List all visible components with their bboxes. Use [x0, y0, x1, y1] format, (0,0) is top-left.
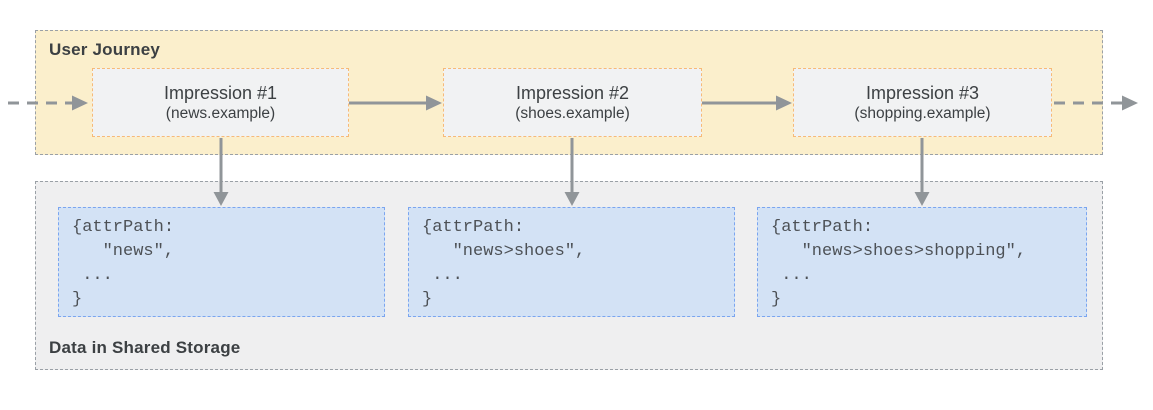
- impression-3-node: Impression #3 (shopping.example): [793, 68, 1052, 137]
- impression-1-title: Impression #1: [163, 83, 278, 103]
- impression-3-site: (shopping.example): [854, 105, 991, 122]
- impression-2-title: Impression #2: [515, 83, 630, 103]
- impression-1-node: Impression #1 (news.example): [92, 68, 349, 137]
- storage-entry-2: {attrPath: "news>shoes", ... }: [408, 207, 735, 317]
- storage-entry-1: {attrPath: "news", ... }: [58, 207, 385, 317]
- user-journey-label: User Journey: [49, 40, 161, 59]
- impression-3-title: Impression #3: [865, 83, 980, 103]
- shared-storage-label: Data in Shared Storage: [49, 338, 241, 357]
- storage-entry-3: {attrPath: "news>shoes>shopping", ... }: [757, 207, 1087, 317]
- impression-1-site: (news.example): [165, 105, 276, 122]
- impression-2-site: (shoes.example): [515, 105, 630, 122]
- impression-2-node: Impression #2 (shoes.example): [443, 68, 702, 137]
